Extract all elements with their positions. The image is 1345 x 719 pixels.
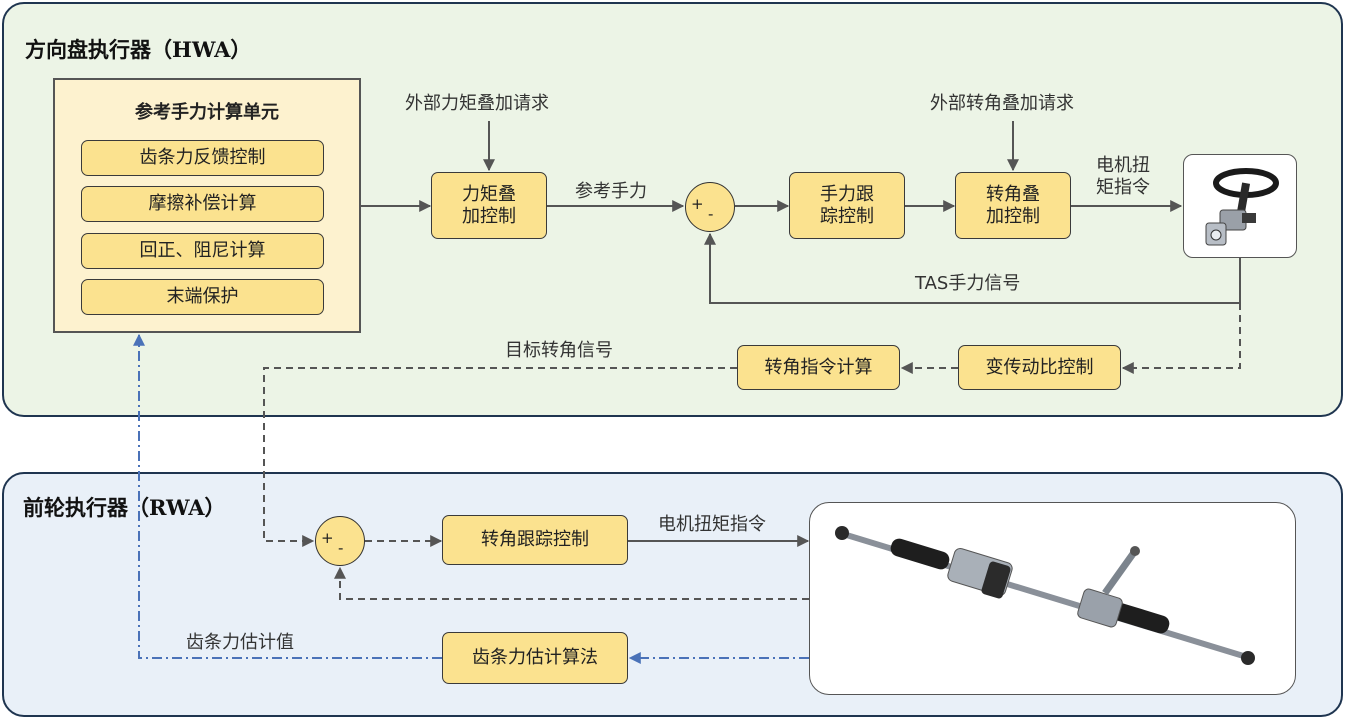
hwa-title: 方向盘执行器（HWA）	[25, 37, 252, 62]
rwa-sum-plus: +	[321, 529, 334, 547]
steering-wheel-image	[1183, 154, 1297, 258]
friction-compensation-box: 摩擦补偿计算	[81, 186, 324, 222]
rack-force-estimate-label: 齿条力估计值	[186, 632, 294, 653]
target-angle-line	[263, 367, 737, 547]
steering-wheel-icon	[1205, 168, 1279, 246]
angle-overlay-line2: 加控制	[986, 205, 1040, 227]
steering-rack-icon	[835, 526, 1255, 665]
wheel-to-variable-ratio-line	[1121, 303, 1241, 374]
reference-torque-unit-title: 参考手力计算单元	[135, 102, 279, 123]
reference-torque-label: 参考手力	[575, 181, 647, 202]
motor-cmd-line2: 矩指令	[1096, 177, 1150, 198]
rwa-sum-junction: + -	[315, 516, 365, 566]
hwa-sum-minus: -	[708, 205, 714, 223]
tas-feedback-line	[704, 232, 1241, 304]
torque-overlay-box: 力矩叠 加控制	[431, 172, 547, 239]
angle-overlay-line1: 转角叠	[986, 183, 1040, 205]
angle-command-box: 转角指令计算	[737, 345, 900, 390]
torque-overlay-line2: 加控制	[462, 205, 516, 227]
tas-signal-label: TAS手力信号	[915, 273, 1021, 294]
hwa-sum-plus: +	[691, 195, 704, 213]
return-damping-box: 回正、阻尼计算	[81, 233, 324, 269]
rack-force-estimation-box: 齿条力估计算法	[442, 632, 628, 684]
angle-tracking-box: 转角跟踪控制	[442, 515, 628, 565]
torque-tracking-box: 手力跟 踪控制	[789, 172, 905, 239]
steering-rack-image	[809, 502, 1296, 695]
target-angle-signal-label: 目标转角信号	[505, 340, 613, 361]
estimate-to-ref-unit-line	[133, 333, 442, 659]
rack-angle-feedback-line	[334, 566, 809, 600]
rwa-sum-minus: -	[338, 539, 344, 557]
torque-overlay-line1: 力矩叠	[462, 183, 516, 205]
rack-force-feedback-box: 齿条力反馈控制	[81, 140, 324, 176]
angle-overlay-box: 转角叠 加控制	[955, 172, 1071, 239]
variable-ratio-box: 变传动比控制	[958, 345, 1121, 390]
torque-tracking-line1: 手力跟	[820, 183, 874, 205]
external-angle-request-label: 外部转角叠加请求	[930, 93, 1074, 114]
end-protection-box: 末端保护	[81, 279, 324, 315]
rwa-motor-torque-command-label: 电机扭矩指令	[658, 514, 766, 535]
motor-cmd-line1: 电机扭	[1096, 155, 1150, 176]
hwa-sum-junction: + -	[685, 182, 735, 232]
motor-torque-command-label: 电机扭 矩指令	[1096, 155, 1150, 199]
external-torque-request-label: 外部力矩叠加请求	[405, 93, 549, 114]
rwa-title: 前轮执行器（RWA）	[23, 495, 226, 520]
torque-tracking-line2: 踪控制	[820, 205, 874, 227]
